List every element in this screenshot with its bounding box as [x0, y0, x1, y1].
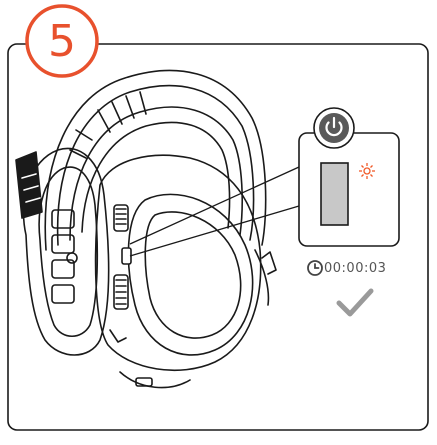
callout-leader [129, 166, 300, 257]
step-number: 5 [48, 16, 76, 67]
timer-text: 00:00:03 [324, 261, 387, 276]
clock-icon [307, 260, 323, 276]
power-icon [313, 107, 355, 149]
callout-box [298, 132, 400, 247]
button-closeup [320, 162, 349, 226]
headset-illustration [15, 69, 277, 389]
headset-power-button [121, 247, 132, 265]
step-badge [25, 4, 99, 78]
led-blink-icon [359, 163, 375, 179]
checkmark-icon [336, 288, 374, 317]
